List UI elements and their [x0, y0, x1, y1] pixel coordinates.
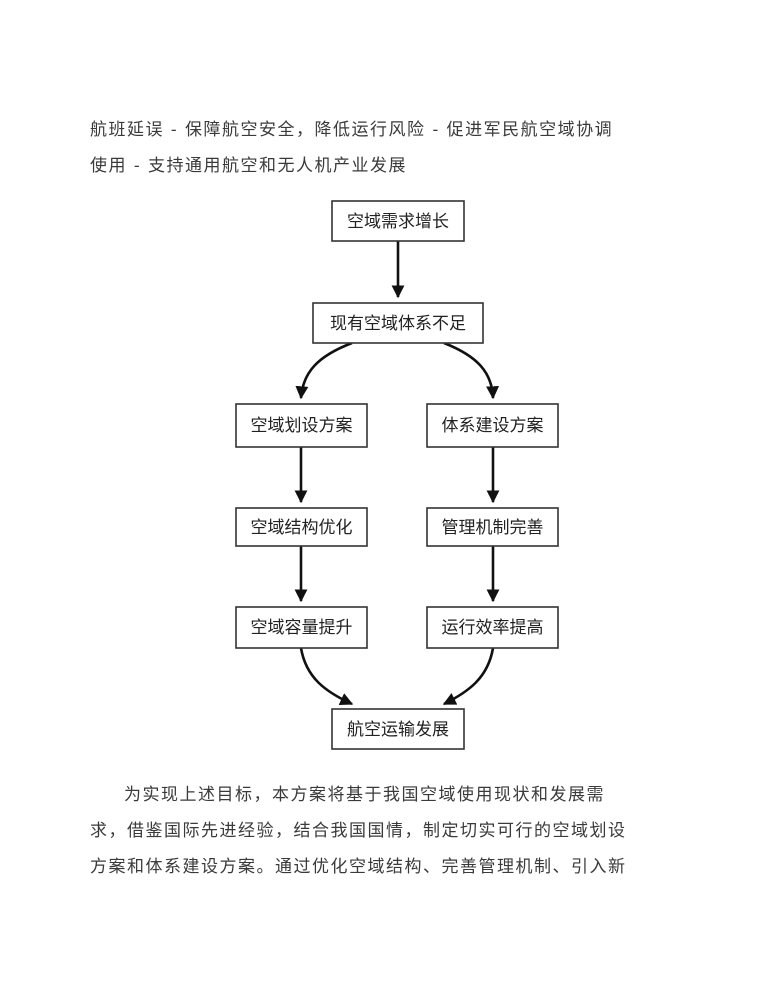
- text-line: 航班延误 - 保障航空安全，降低运行风险 - 促进军民航空域协调: [90, 120, 614, 140]
- text-line: 方案和体系建设方案。通过优化空域结构、完善管理机制、引入新: [90, 857, 627, 877]
- edge-n7-n9: [299, 647, 354, 706]
- node-management-mechanism-improvement: 管理机制完善: [426, 507, 559, 547]
- node-airspace-demand-growth: 空域需求增长: [331, 200, 465, 242]
- node-label: 空域需求增长: [347, 212, 449, 232]
- node-airspace-capacity-increase: 空域容量提升: [235, 606, 368, 649]
- node-label: 空域容量提升: [251, 618, 353, 638]
- text-line: 求，借鉴国际先进经验，结合我国国情，制定切实可行的空域划设: [90, 821, 627, 841]
- edge-n2-n4: [443, 341, 500, 400]
- intro-paragraph: 航班延误 - 保障航空安全，降低运行风险 - 促进军民航空域协调 使用 - 支持…: [90, 112, 680, 184]
- text-line: 使用 - 支持通用航空和无人机产业发展: [90, 156, 408, 176]
- node-label: 空域结构优化: [251, 518, 353, 538]
- node-label: 管理机制完善: [442, 518, 544, 538]
- node-system-construction-plan: 体系建设方案: [426, 403, 559, 448]
- closing-paragraph: 为实现上述目标，本方案将基于我国空域使用现状和发展需 求，借鉴国际先进经验，结合…: [90, 777, 680, 885]
- node-label: 空域划设方案: [251, 416, 353, 436]
- node-air-transport-development: 航空运输发展: [331, 708, 465, 750]
- node-label: 运行效率提高: [442, 618, 544, 638]
- edge-n8-n9: [442, 647, 495, 706]
- node-existing-system-insufficient: 现有空域体系不足: [312, 302, 484, 344]
- node-label: 航空运输发展: [347, 720, 449, 740]
- node-airspace-structure-optimization: 空域结构优化: [235, 507, 368, 547]
- edge-n2-n3: [295, 341, 353, 400]
- text-line: 为实现上述目标，本方案将基于我国空域使用现状和发展需: [124, 785, 605, 805]
- node-label: 体系建设方案: [442, 416, 544, 436]
- node-operational-efficiency-increase: 运行效率提高: [426, 606, 559, 649]
- node-airspace-division-plan: 空域划设方案: [235, 403, 368, 448]
- node-label: 现有空域体系不足: [330, 314, 466, 334]
